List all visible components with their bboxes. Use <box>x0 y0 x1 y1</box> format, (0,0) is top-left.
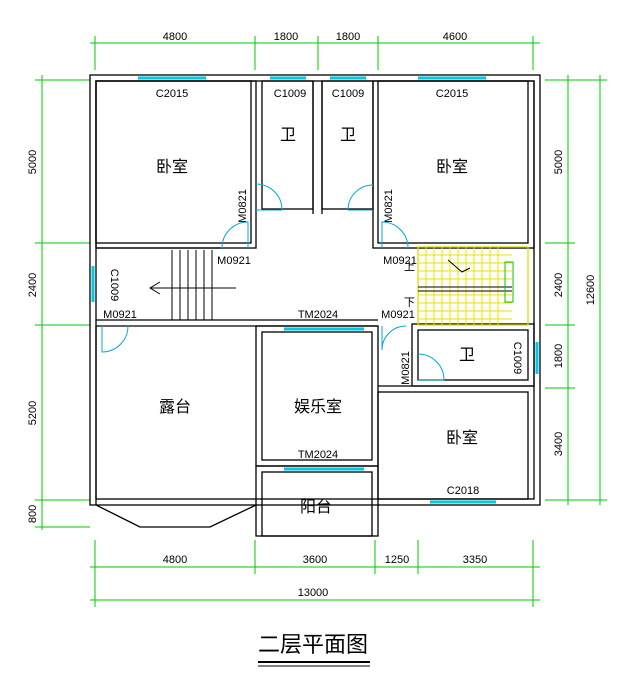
window-code-c2015-right: C2015 <box>436 88 468 100</box>
dim-right-4: 3400 <box>553 432 565 456</box>
drawing-title: 二层平面图 <box>258 633 368 658</box>
dim-bottom-2: 3600 <box>303 554 327 566</box>
door-code-m0921-c: M0921 <box>103 309 137 321</box>
dim-left-2: 2400 <box>27 273 39 297</box>
room-labels: 卧室 卫 卫 卧室 露台 娱乐室 卫 卧室 阳台 <box>156 125 478 516</box>
room-bath-3: 卫 <box>459 345 475 364</box>
dim-bottom-4: 3350 <box>463 554 487 566</box>
room-entertainment: 娱乐室 <box>294 397 342 416</box>
opening-codes: C2015 C1009 C1009 C2015 C1009 C1009 C201… <box>103 88 523 497</box>
window-code-tm2024-bottom: TM2024 <box>298 449 338 461</box>
room-bedroom-ne: 卧室 <box>436 157 468 176</box>
dim-left-3: 5200 <box>27 401 39 425</box>
door-code-m0921-a: M0921 <box>217 255 251 267</box>
window-code-c2015-left: C2015 <box>156 88 188 100</box>
door-code-m0921-d: M0921 <box>381 309 415 321</box>
dim-left-1: 5000 <box>27 150 39 174</box>
dim-top-2: 1800 <box>274 31 298 43</box>
drawing-title-group: 二层平面图 <box>258 633 370 667</box>
dim-top-3: 1800 <box>336 31 360 43</box>
window-code-c1009-right: C1009 <box>511 342 523 374</box>
window-code-c2018: C2018 <box>447 485 479 497</box>
dim-top-4: 4600 <box>443 31 467 43</box>
stair-down-mark: 下 <box>404 296 415 309</box>
dim-bottom-3: 1250 <box>385 554 409 566</box>
dim-total: 13000 <box>298 587 329 599</box>
room-bedroom-nw: 卧室 <box>156 157 188 176</box>
stair-up-mark: 上 <box>404 260 415 273</box>
door-code-m0821-c: M0821 <box>400 351 412 385</box>
room-terrace: 露台 <box>159 397 191 416</box>
room-bedroom-se: 卧室 <box>446 428 478 447</box>
door-code-m0821-b: M0821 <box>383 189 395 223</box>
room-bath-2: 卫 <box>340 125 356 144</box>
dimension-lines <box>35 36 607 607</box>
room-bath-1: 卫 <box>280 125 296 144</box>
dim-bottom-1: 4800 <box>163 554 187 566</box>
dimension-labels: 4800 1800 1800 4600 4800 3600 1250 3350 … <box>27 31 597 599</box>
window-code-c1009-a: C1009 <box>274 88 306 100</box>
windows <box>91 76 539 504</box>
window-code-c1009-b: C1009 <box>332 88 364 100</box>
doors <box>101 183 445 381</box>
dim-left-4: 800 <box>27 505 39 523</box>
dim-right-3: 1800 <box>553 344 565 368</box>
dim-right-1: 5000 <box>553 150 565 174</box>
room-balcony: 阳台 <box>300 497 332 516</box>
window-code-c1009-left: C1009 <box>108 269 120 301</box>
door-code-m0821-a: M0821 <box>237 189 249 223</box>
dim-right-2: 2400 <box>553 273 565 297</box>
dim-top-1: 4800 <box>163 31 187 43</box>
dim-right-total: 12600 <box>585 275 597 306</box>
stair-right: 上 下 <box>404 246 529 326</box>
stair-left <box>149 250 236 320</box>
window-code-tm2024-top: TM2024 <box>298 309 338 321</box>
door-code-m0921-b: M0921 <box>383 255 417 267</box>
walls <box>89 74 541 537</box>
